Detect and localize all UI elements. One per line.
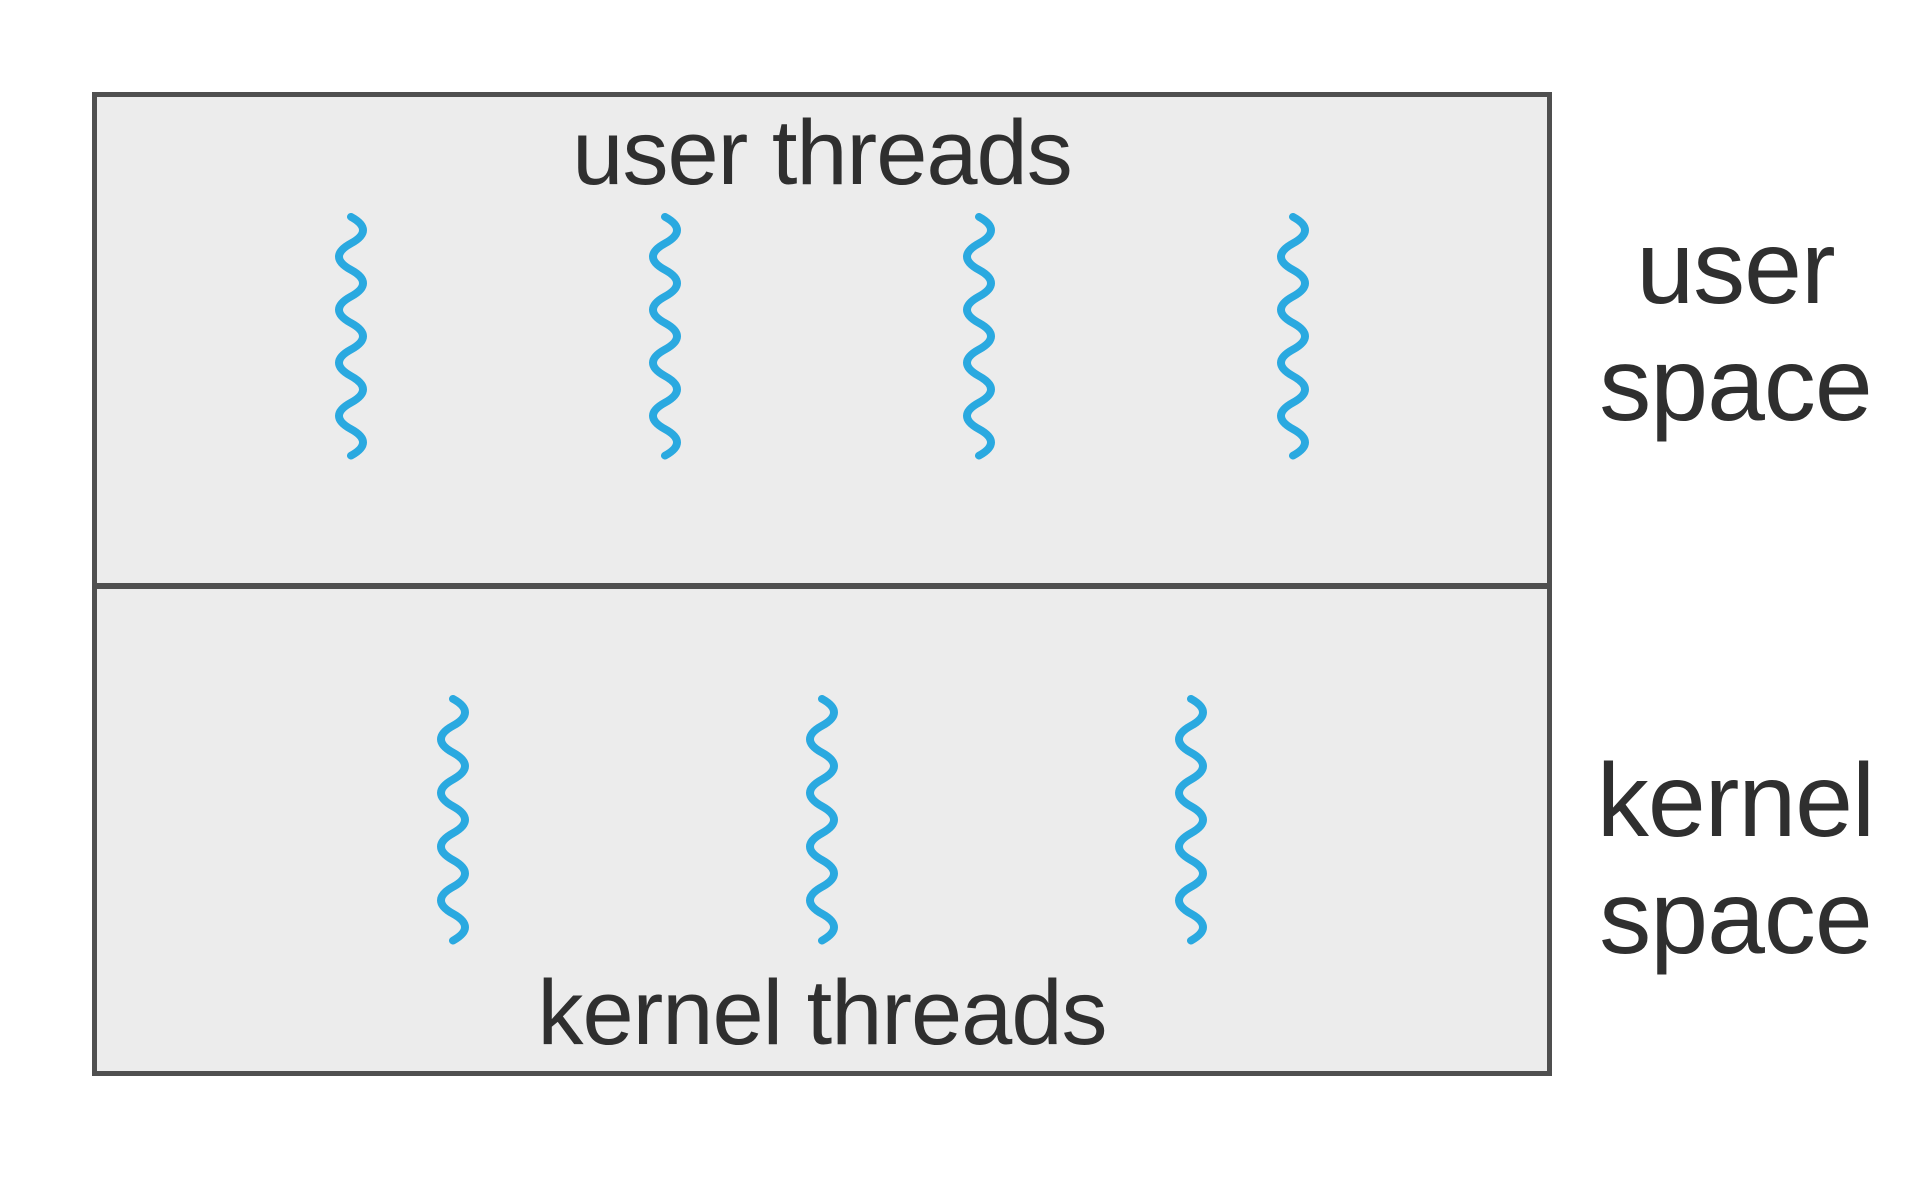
kernel-space-label: kernel space bbox=[1563, 743, 1908, 977]
thread-squiggle-icon bbox=[431, 695, 475, 945]
threads-box: user threads kernel threads bbox=[92, 92, 1552, 1076]
thread-squiggle-icon bbox=[1271, 213, 1315, 460]
section-divider bbox=[92, 583, 1552, 589]
user-space-label-line2: space bbox=[1599, 327, 1873, 443]
user-space-label-line1: user bbox=[1636, 210, 1835, 326]
thread-squiggle-icon bbox=[643, 213, 687, 460]
kernel-threads-title: kernel threads bbox=[537, 962, 1108, 1064]
thread-squiggle-icon bbox=[329, 213, 373, 460]
kernel-space-label-line1: kernel bbox=[1596, 743, 1875, 859]
kernel-threads-row bbox=[97, 695, 1547, 945]
thread-squiggle-icon bbox=[1169, 695, 1213, 945]
thread-squiggle-icon bbox=[957, 213, 1001, 460]
user-space-label: user space bbox=[1563, 210, 1908, 444]
user-threads-row bbox=[97, 213, 1547, 460]
kernel-space-label-line2: space bbox=[1599, 860, 1873, 976]
thread-squiggle-icon bbox=[800, 695, 844, 945]
user-threads-title: user threads bbox=[572, 102, 1072, 204]
